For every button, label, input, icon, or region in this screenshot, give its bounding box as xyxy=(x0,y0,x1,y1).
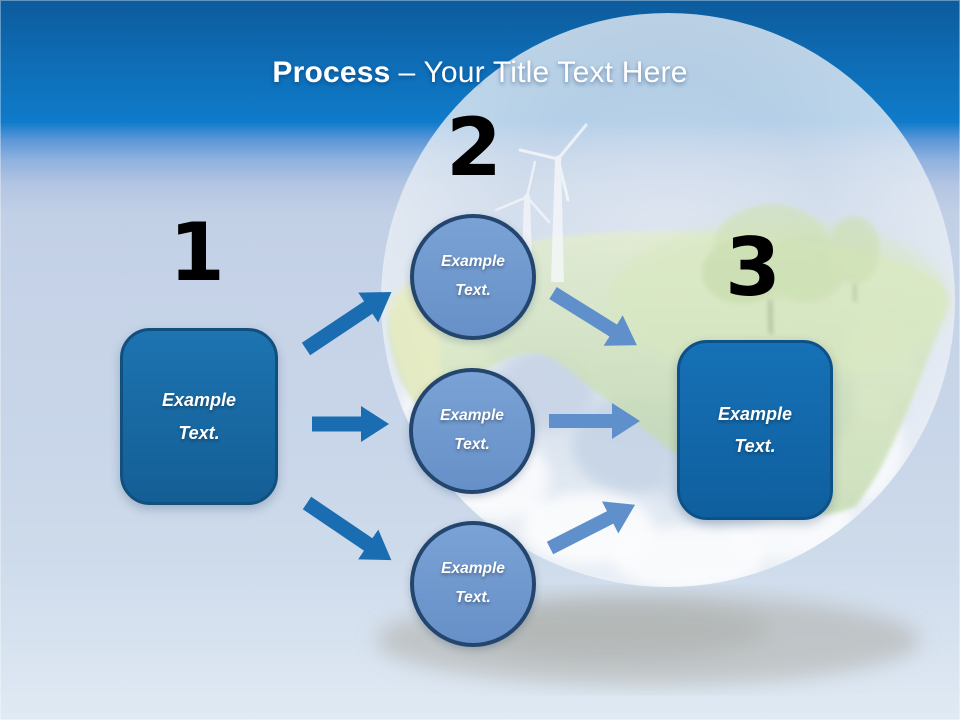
arrow-step1-to-circle3[interactable] xyxy=(302,496,392,561)
arrow-circle3-to-step3[interactable] xyxy=(546,501,636,555)
step2-circle-1[interactable]: Example Text. xyxy=(410,214,536,340)
arrow-step1-to-circle1[interactable] xyxy=(301,292,392,356)
step1-label: Example Text. xyxy=(161,390,237,443)
step-number-2[interactable]: 2 xyxy=(446,101,502,194)
step1-box[interactable]: Example Text. xyxy=(120,328,278,505)
step-number-1[interactable]: 1 xyxy=(169,206,225,299)
slide-title[interactable]: Process–Your Title Text Here xyxy=(0,56,960,90)
step2-circle1-label: Example Text. xyxy=(441,253,505,299)
step3-box[interactable]: Example Text. xyxy=(677,340,833,520)
title-emphasis: Process xyxy=(272,56,391,89)
step3-label: Example Text. xyxy=(717,403,793,456)
step2-circle-2[interactable]: Example Text. xyxy=(409,368,535,494)
step2-circle3-label: Example Text. xyxy=(441,560,505,606)
arrow-circle1-to-step3[interactable] xyxy=(549,287,637,346)
step-number-3[interactable]: 3 xyxy=(725,221,781,314)
step2-circle2-label: Example Text. xyxy=(440,407,504,453)
title-text: Your Title Text Here xyxy=(423,56,688,89)
title-separator: – xyxy=(398,56,416,89)
wind-turbine-icons xyxy=(494,123,588,290)
tree-icons xyxy=(702,204,880,335)
step2-circle-3[interactable]: Example Text. xyxy=(410,521,536,647)
